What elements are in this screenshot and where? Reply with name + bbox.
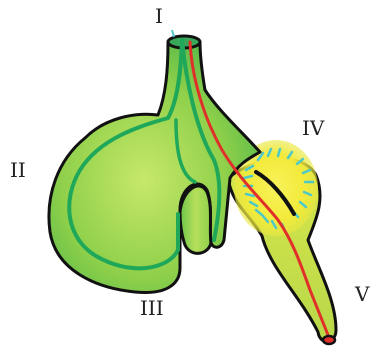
region-iii-protrusion bbox=[180, 186, 211, 253]
label-iv: IV bbox=[302, 118, 324, 138]
tail-tip bbox=[323, 336, 335, 344]
label-iii: III bbox=[140, 298, 164, 318]
label-v: V bbox=[355, 284, 369, 304]
label-i: I bbox=[155, 6, 163, 26]
top-marker bbox=[172, 30, 174, 37]
label-ii: II bbox=[10, 160, 26, 180]
